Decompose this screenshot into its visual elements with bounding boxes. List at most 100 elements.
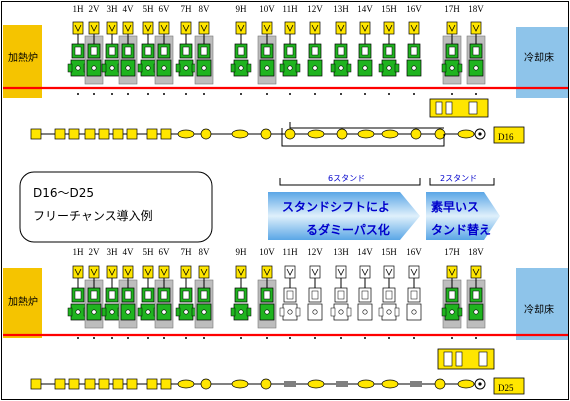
stand-18v-bottom — [466, 265, 486, 339]
size-label-bottom: D25 — [498, 383, 514, 393]
stand-label-1h: 1H — [73, 247, 85, 257]
roll-ellipse — [357, 129, 375, 139]
stand-7h-top — [175, 21, 197, 95]
roll-square — [146, 378, 158, 390]
stand-label-17h: 17H — [444, 247, 460, 257]
change-arrow-line2: タンド替え — [431, 222, 491, 237]
stand-14v-bottom — [357, 265, 373, 339]
roll-circle — [260, 128, 272, 140]
roll-circle — [200, 378, 212, 390]
stand-label-11h: 11H — [282, 4, 298, 14]
stand-label-2v: 2V — [89, 247, 101, 257]
roll-square — [126, 378, 138, 390]
bracket-right-label: 2スタンド — [440, 174, 477, 183]
roll-square — [98, 378, 110, 390]
roll-ellipse — [177, 129, 195, 139]
stand-label-12v: 12V — [307, 247, 323, 257]
stand-label-4v: 4V — [123, 4, 135, 14]
stand-13h-top — [330, 21, 352, 95]
roll-square — [126, 128, 138, 140]
cooling-bed-bottom — [516, 268, 568, 340]
stand-label-8v: 8V — [199, 247, 211, 257]
stand-5h-bottom — [137, 265, 159, 339]
roll-square — [84, 128, 96, 140]
stand-label-1h: 1H — [73, 4, 85, 14]
stand-11h-bottom — [279, 265, 301, 339]
stand-label-14v: 14V — [357, 4, 373, 14]
roll-circle — [434, 128, 446, 140]
furnace-bottom-label: 加熱炉 — [8, 295, 38, 308]
roll-square — [160, 378, 172, 390]
furnace-top — [3, 25, 42, 98]
stand-label-18v: 18V — [468, 247, 484, 257]
change-arrow-line1: 素早いス — [431, 199, 479, 214]
roll-circle — [284, 128, 296, 140]
stand-16v-top — [406, 21, 422, 95]
stand-label-15h: 15H — [381, 247, 397, 257]
stand-label-9h: 9H — [236, 4, 248, 14]
stand-10v-bottom — [257, 265, 277, 339]
stand-7h-bottom — [175, 265, 197, 339]
stand-label-3h: 3H — [107, 4, 119, 14]
bypass-loop — [281, 122, 445, 147]
roll-circle — [410, 128, 422, 140]
cooling-bed-top — [516, 27, 568, 98]
stand-6v-bottom — [154, 265, 174, 339]
stand-label-13h: 13H — [333, 4, 349, 14]
stand-label-16v: 16V — [406, 4, 422, 14]
stand-14v-top — [357, 21, 373, 95]
stand-label-16v: 16V — [406, 247, 422, 257]
title-box — [19, 171, 213, 243]
cooling-bed-top-label: 冷却床 — [524, 51, 554, 64]
change-arrow — [426, 192, 500, 240]
roll-ellipse — [381, 129, 399, 139]
roll-square — [68, 378, 80, 390]
roll-square — [30, 128, 42, 140]
stand-row-top — [67, 21, 486, 95]
stand-1h-bottom — [67, 265, 89, 339]
furnace-bottom — [3, 268, 42, 338]
stand-18v-top — [466, 21, 486, 95]
stand-label-9h: 9H — [236, 247, 248, 257]
stand-15h-bottom — [378, 265, 400, 339]
stand-9h-top — [230, 21, 252, 95]
stand-13h-bottom — [330, 265, 352, 339]
roll-table-bottom — [30, 378, 486, 390]
roll-ellipse — [231, 379, 249, 389]
roll-ellipse — [457, 379, 475, 389]
bracket-right — [429, 178, 495, 186]
shift-arrow — [268, 192, 420, 240]
roll-ellipse — [307, 129, 325, 139]
bracket-left-label: 6スタンド — [328, 174, 365, 183]
stand-10v-top — [257, 21, 277, 95]
stand-6v-top — [154, 21, 174, 95]
roll-circle — [434, 378, 446, 390]
stand-label-5h: 5H — [143, 247, 155, 257]
base-block-bottom — [437, 348, 495, 370]
furnace-top-label: 加熱炉 — [8, 51, 38, 64]
roll-square — [112, 378, 124, 390]
roll-square — [84, 378, 96, 390]
stand-12v-bottom — [307, 265, 323, 339]
roll-ellipse — [381, 379, 399, 389]
stand-8v-bottom — [194, 265, 214, 339]
size-label-top: D16 — [498, 132, 514, 142]
stand-16v-bottom — [406, 265, 422, 339]
title-line2: フリーチャンス導入例 — [33, 209, 153, 223]
roll-ellipse — [457, 129, 475, 139]
stand-label-7h: 7H — [181, 247, 193, 257]
roll-square — [68, 128, 80, 140]
stand-3h-top — [101, 21, 123, 95]
roll-square — [146, 128, 158, 140]
stand-label-7h: 7H — [181, 4, 193, 14]
roll-square — [112, 128, 124, 140]
roll-circle — [200, 128, 212, 140]
stand-17h-bottom — [441, 265, 463, 339]
stand-label-10v: 10V — [259, 247, 275, 257]
stand-8v-top — [194, 21, 214, 95]
stand-label-10v: 10V — [259, 4, 275, 14]
stand-label-8v: 8V — [199, 4, 211, 14]
roll-square — [54, 378, 66, 390]
